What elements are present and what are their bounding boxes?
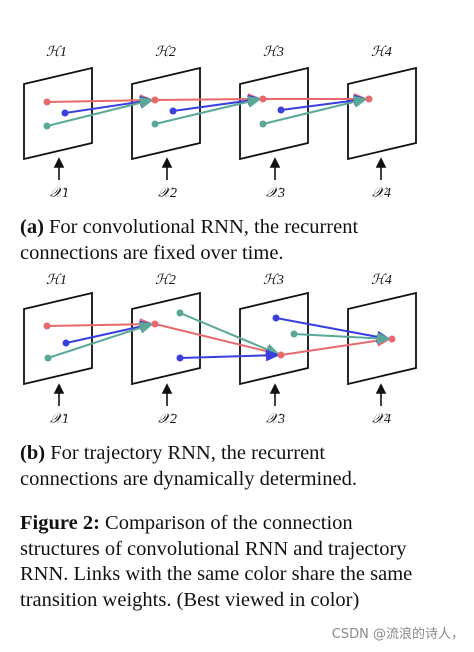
x-label-4: 𝒳4 bbox=[372, 412, 391, 427]
h-label-4: ℋ4 bbox=[371, 45, 392, 60]
caption-a-tag: (a) bbox=[20, 216, 44, 238]
h-label-2: ℋ2 bbox=[155, 273, 176, 288]
teal-link bbox=[262, 95, 368, 125]
frame-plane-2 bbox=[131, 66, 201, 161]
teal-link bbox=[293, 332, 391, 345]
h-label-3: ℋ3 bbox=[263, 45, 284, 60]
frame-plane-4 bbox=[347, 66, 417, 161]
h-label-4: ℋ4 bbox=[371, 273, 392, 288]
watermark: CSDN @流浪的诗人， bbox=[331, 627, 464, 642]
red-link bbox=[46, 94, 154, 107]
x-label-2: 𝒳2 bbox=[158, 186, 177, 201]
x-label-1: 𝒳1 bbox=[50, 186, 69, 201]
h-label-1: ℋ1 bbox=[46, 45, 67, 60]
frame-plane-1 bbox=[23, 291, 93, 386]
teal-link bbox=[179, 312, 280, 355]
caption-a: (a) For convolutional RNN, the recurrent… bbox=[20, 214, 420, 266]
teal-link bbox=[46, 97, 154, 127]
blue-link bbox=[280, 94, 368, 111]
frame-plane-3 bbox=[239, 66, 309, 161]
caption-b-text: For trajectory RNN, the recurrent connec… bbox=[20, 442, 357, 490]
blue-link bbox=[64, 95, 154, 114]
x-label-2: 𝒳2 bbox=[158, 412, 177, 427]
h-label-2: ℋ2 bbox=[155, 45, 176, 60]
figure-text: Comparison of the connection structures … bbox=[20, 512, 413, 611]
h-label-1: ℋ1 bbox=[46, 273, 67, 288]
frame-plane-1 bbox=[23, 66, 93, 161]
frame-plane-3 bbox=[239, 291, 309, 386]
red-link bbox=[46, 318, 154, 331]
figure-label: Figure 2: bbox=[20, 512, 100, 534]
x-label-3: 𝒳3 bbox=[266, 412, 285, 427]
caption-b: (b) For trajectory RNN, the recurrent co… bbox=[20, 440, 420, 492]
figure-caption: Figure 2: Comparison of the connection s… bbox=[20, 511, 420, 613]
caption-a-text: For convolutional RNN, the recurrent con… bbox=[20, 216, 359, 264]
blue-link bbox=[65, 320, 154, 344]
blue-link bbox=[179, 349, 280, 362]
x-label-4: 𝒳4 bbox=[372, 186, 391, 201]
blue-link bbox=[275, 317, 391, 343]
caption-b-tag: (b) bbox=[20, 442, 46, 464]
h-label-3: ℋ3 bbox=[263, 273, 284, 288]
diagram-trajectory-rnn: ℋ1 ℋ2 ℋ3 ℋ4 𝒳1 𝒳2 𝒳3 𝒳4 bbox=[23, 273, 417, 427]
x-label-3: 𝒳3 bbox=[266, 186, 285, 201]
red-link bbox=[154, 93, 262, 106]
teal-link bbox=[154, 95, 262, 125]
blue-link bbox=[172, 94, 262, 112]
diagram-convolutional-rnn: ℋ1 ℋ2 ℋ3 ℋ4 𝒳1 𝒳2 𝒳3 𝒳4 bbox=[23, 45, 417, 201]
teal-link bbox=[47, 322, 154, 359]
frame-plane-2 bbox=[131, 291, 201, 386]
red-link bbox=[280, 334, 391, 356]
x-label-1: 𝒳1 bbox=[50, 412, 69, 427]
red-link bbox=[154, 323, 280, 357]
